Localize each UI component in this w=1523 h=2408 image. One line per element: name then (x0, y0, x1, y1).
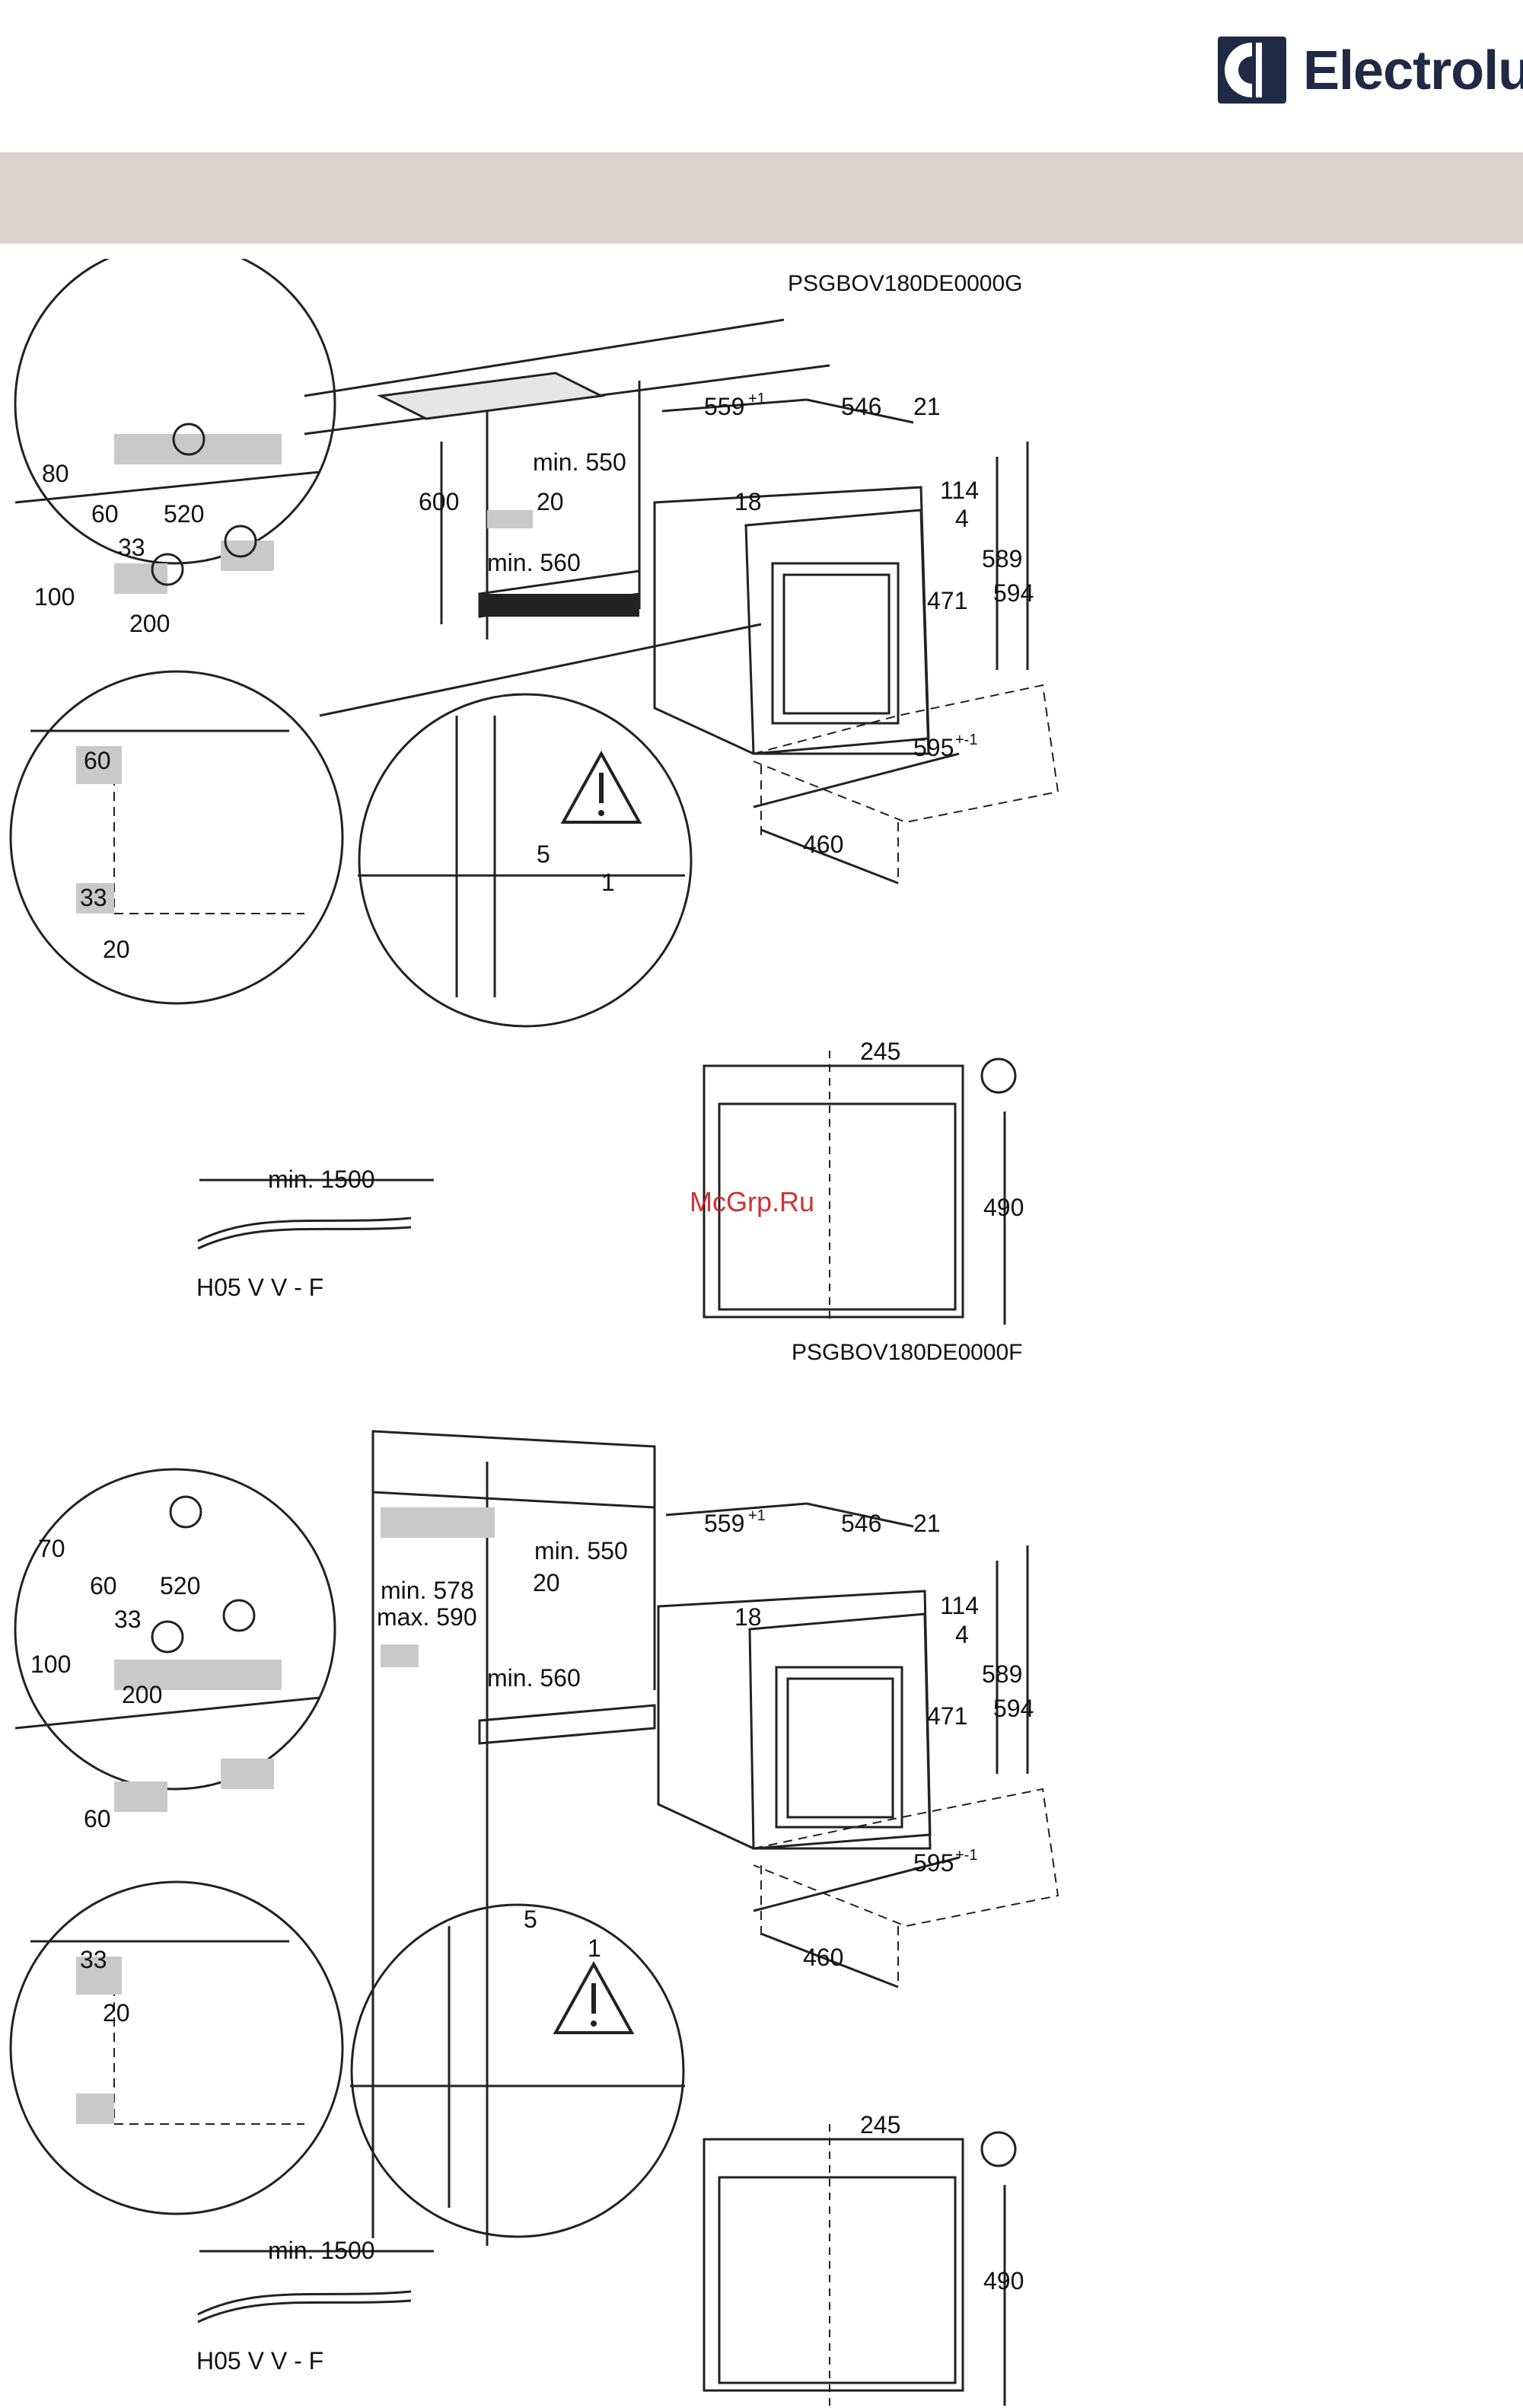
dim-min-550: min. 550 (533, 448, 626, 476)
dim-80: 80 (42, 460, 69, 487)
header-band (0, 152, 1523, 244)
dim-595: 595 (913, 734, 954, 761)
dim-60-b: 60 (84, 1805, 111, 1832)
electric-connection-icon (151, 1495, 1017, 2167)
dim-20-b: 20 (103, 1999, 130, 2027)
dim-245: 245 (860, 1038, 900, 1065)
dim-min-550: min. 550 (534, 1537, 628, 1564)
dim-559: 559 (704, 1510, 744, 1537)
dim-595: 595 (913, 1849, 954, 1877)
dim-594: 594 (993, 1695, 1034, 1722)
watermark: McGrp.Ru (690, 1186, 815, 1217)
dim-60: 60 (90, 1572, 117, 1599)
dim-471: 471 (927, 1702, 967, 1730)
dim-114: 114 (940, 1592, 979, 1619)
dim-min-560: min. 560 (487, 1664, 581, 1692)
dim-5: 5 (524, 1906, 537, 1933)
dim-114: 114 (940, 477, 979, 504)
dim-100: 100 (30, 1651, 71, 1678)
dim-18: 18 (734, 488, 762, 515)
model-code-g: PSGBOV180DE0000G (788, 271, 1023, 296)
dim-460: 460 (803, 1944, 843, 1971)
dim-33: 33 (118, 534, 145, 561)
dim-max-590: max. 590 (377, 1603, 477, 1631)
dim-20: 20 (537, 488, 564, 515)
dim-559-tol: +1 (748, 391, 766, 407)
dim-4: 4 (955, 505, 969, 532)
brand-name: Electrolux (1303, 40, 1523, 101)
dim-70: 70 (38, 1535, 65, 1562)
dim-520: 520 (164, 500, 204, 528)
dim-33: 33 (114, 1606, 142, 1633)
dim-559-tol: +1 (748, 1507, 766, 1524)
dim-1: 1 (601, 869, 615, 896)
dim-546: 546 (841, 1510, 881, 1537)
installation-diagram-g: 80 60 520 33 100 200 600 min. 550 20 min… (9, 259, 1059, 1325)
dim-33-b: 33 (80, 1946, 107, 1973)
dim-594: 594 (993, 579, 1034, 607)
cable-length: min. 1500 (268, 2237, 375, 2264)
dim-589: 589 (982, 1660, 1022, 1688)
electrolux-logo-icon (1218, 37, 1286, 104)
dim-546: 546 (841, 393, 881, 420)
installation-diagram-f: 70 60 520 33 100 200 min. 578 max. 590 m… (9, 1430, 1059, 2406)
dim-60-b: 60 (84, 747, 111, 774)
dim-490: 490 (983, 1194, 1024, 1221)
dim-21: 21 (913, 1510, 941, 1537)
dim-1: 1 (588, 1934, 601, 1962)
dim-100: 100 (34, 583, 75, 611)
dim-245: 245 (860, 2111, 900, 2138)
dim-20-b: 20 (103, 936, 130, 963)
cable-length: min. 1500 (268, 1166, 375, 1193)
electric-connection-icon (151, 423, 1017, 1094)
dim-595-tol: +-1 (955, 1847, 977, 1864)
dim-5: 5 (537, 840, 550, 868)
dim-460: 460 (803, 831, 843, 858)
brand-logo: Electrolux (1216, 33, 1523, 110)
dim-20: 20 (533, 1569, 560, 1596)
dim-min-578: min. 578 (381, 1577, 474, 1604)
dim-4: 4 (955, 1621, 969, 1648)
warning-triangle-icon (560, 750, 642, 824)
dim-595-tol: +-1 (955, 732, 977, 748)
dim-471: 471 (927, 587, 967, 614)
dim-200: 200 (122, 1681, 162, 1708)
warning-triangle-icon (553, 1960, 635, 2034)
dim-18: 18 (734, 1603, 762, 1631)
dim-min-560: min. 560 (487, 549, 581, 576)
cable-type: H05 V V - F (196, 1274, 323, 1301)
dim-21: 21 (913, 393, 941, 420)
dim-60: 60 (91, 500, 119, 528)
dim-200: 200 (129, 610, 170, 637)
dim-33-b: 33 (80, 884, 107, 911)
model-code-f: PSGBOV180DE0000F (792, 1340, 1023, 1365)
dim-559: 559 (704, 393, 744, 420)
dim-490: 490 (983, 2267, 1024, 2295)
cable-type: H05 V V - F (196, 2347, 323, 2375)
dim-600: 600 (419, 488, 459, 515)
dim-589: 589 (982, 545, 1022, 572)
dim-520: 520 (160, 1572, 200, 1599)
